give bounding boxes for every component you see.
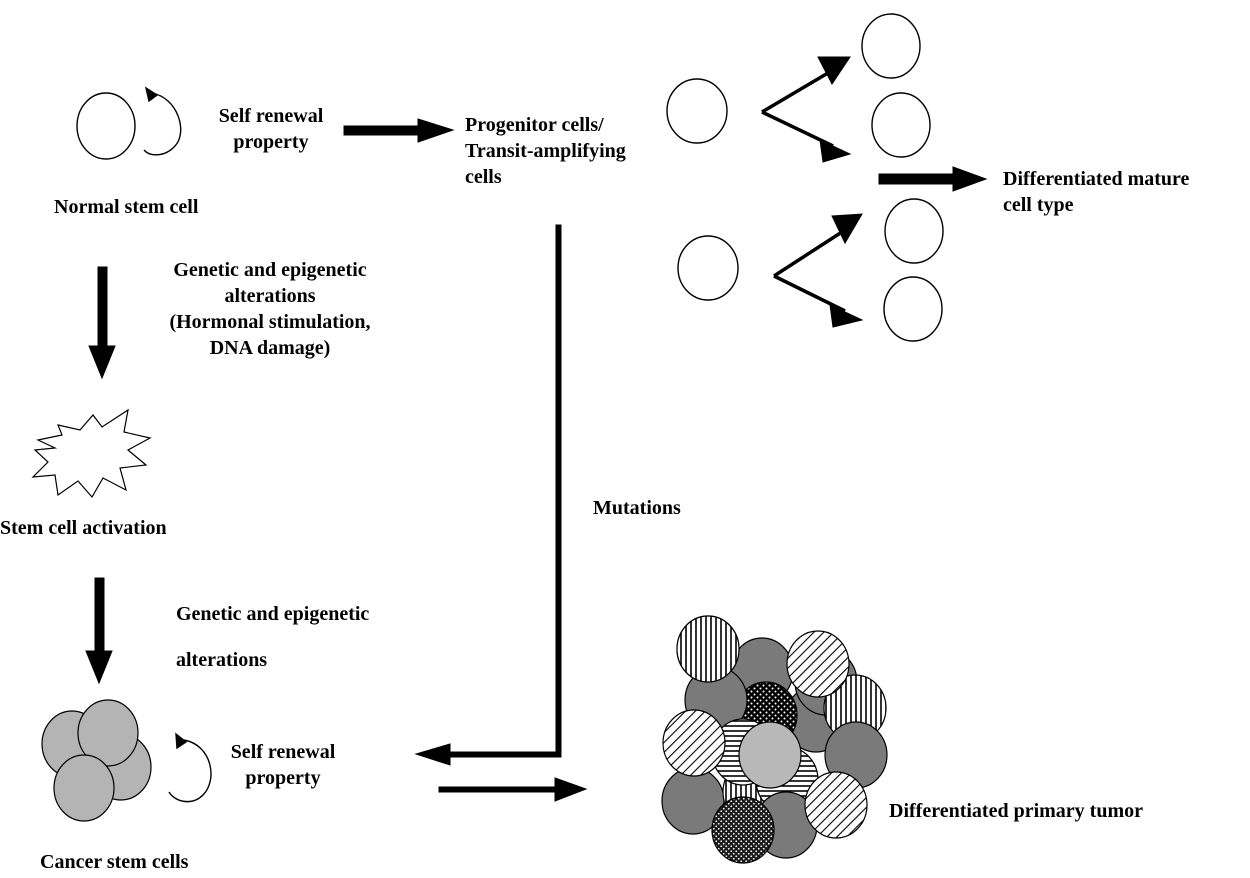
branch-arrows-bottom xyxy=(773,228,846,313)
primary-tumor-icon xyxy=(661,615,888,864)
arrow-to-mature xyxy=(878,173,956,185)
differentiated-cell-icon xyxy=(884,198,944,264)
self-renewal-label-bottom: Self renewal property xyxy=(230,741,336,789)
progenitor-cell-icon xyxy=(677,235,739,301)
normal-stem-cell-label: Normal stem cell xyxy=(54,196,199,218)
self-renewal-loop-icon xyxy=(143,92,182,156)
branch-arrows-top xyxy=(761,68,834,148)
self-renewal-label-top: Self renewal property xyxy=(218,105,324,153)
activation-starburst-icon xyxy=(31,408,152,499)
arrow-to-progenitor xyxy=(343,125,421,136)
arrow-to-activation xyxy=(97,266,108,350)
progenitor-label: Progenitor cells/ Transit-amplifying cel… xyxy=(465,114,626,188)
mutations-path xyxy=(555,224,562,758)
normal-stem-cell-icon xyxy=(76,92,136,160)
differentiated-cell-icon xyxy=(883,276,943,342)
genetic-epigenetic-label-1: Genetic and epigenetic alterations (Horm… xyxy=(169,259,371,359)
genetic-epigenetic-label-2: Genetic and epigenetic alterations xyxy=(176,603,370,671)
self-renewal-loop-icon xyxy=(168,739,212,803)
cancer-stem-cells-icon xyxy=(41,699,152,822)
cancer-stem-cells-label: Cancer stem cells xyxy=(40,851,189,873)
primary-tumor-label: Differentiated primary tumor xyxy=(889,800,1144,822)
mutations-label: Mutations xyxy=(593,497,681,519)
stem-cell-activation-label: Stem cell activation xyxy=(0,517,167,539)
arrow-to-tumor xyxy=(438,786,558,793)
differentiated-cell-icon xyxy=(861,13,921,79)
arrow-to-cancer xyxy=(94,577,105,655)
progenitor-cell-icon xyxy=(666,78,728,144)
differentiated-mature-label: Differentiated mature cell type xyxy=(1003,168,1190,216)
differentiated-cell-icon xyxy=(871,92,931,158)
